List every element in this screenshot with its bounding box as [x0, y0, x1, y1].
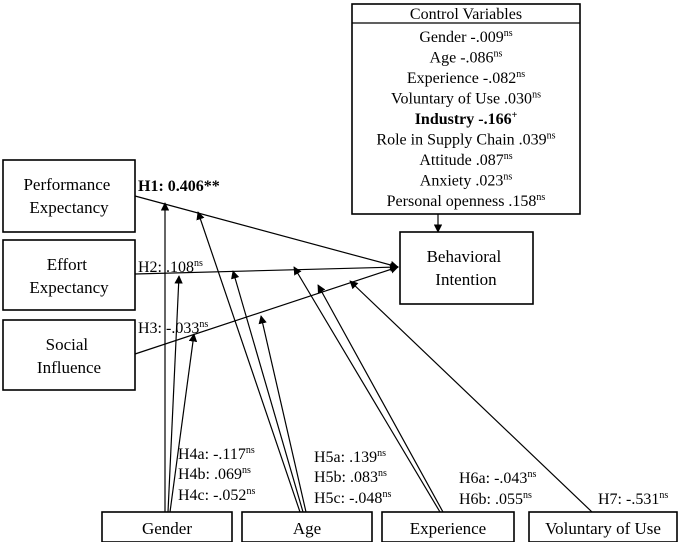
- h5b-path-arrow: [231, 270, 304, 513]
- h6a-path-arrow: [293, 266, 441, 513]
- effort-label-line1: Effort: [47, 255, 88, 274]
- control-variable-item: Role in Supply Chain .039ns: [376, 131, 555, 149]
- h7-path-arrow: [349, 280, 593, 513]
- h6a-label: H6a: -.043ns: [459, 469, 536, 487]
- h4b-path-arrow: [167, 275, 183, 513]
- svg-text:Behavioral Intention: Behavioral Intention: [427, 247, 506, 289]
- h2-path-arrow: [134, 263, 399, 275]
- effort-expectancy-box: Effort Expectancy: [2, 239, 136, 311]
- control-variable-item: Attitude .087ns: [419, 151, 512, 169]
- h5b-label: H5b: .083ns: [314, 468, 387, 486]
- age-label: Age: [293, 519, 321, 538]
- control-variable-item: Industry -.166+: [415, 110, 518, 128]
- gender-box: Gender: [101, 511, 233, 542]
- behavioral-label-line2: Intention: [435, 270, 497, 289]
- control-variable-item: Gender -.009ns: [419, 28, 512, 46]
- performance-label-line1: Performance: [23, 175, 110, 194]
- hypothesis-labels: H1: 0.406** H2: .108ns H3: -.033ns H4a: …: [138, 178, 668, 508]
- h2-label: H2: .108ns: [138, 258, 203, 276]
- svg-text:Effort Expectancy: Effort Expectancy: [29, 255, 109, 297]
- behavioral-intention-box: Behavioral Intention: [399, 231, 534, 305]
- h5a-path-arrow: [196, 211, 301, 513]
- gender-label: Gender: [142, 519, 192, 538]
- experience-box: Experience: [381, 511, 515, 542]
- h4b-label: H4b: .069ns: [178, 465, 251, 483]
- performance-label-line2: Expectancy: [29, 198, 109, 217]
- h5a-label: H5a: .139ns: [314, 448, 386, 466]
- h1-label: H1: 0.406**: [138, 178, 220, 195]
- control-variable-item: Personal openness .158ns: [387, 192, 546, 210]
- voluntary-label: Voluntary of Use: [545, 519, 661, 538]
- h5c-label: H5c: -.048ns: [314, 489, 391, 507]
- h4c-path-arrow: [169, 333, 198, 513]
- svg-text:Performance Expectancy: Performance Expectancy: [23, 175, 114, 217]
- h4c-label: H4c: -.052ns: [178, 486, 255, 504]
- effort-label-line2: Expectancy: [29, 278, 109, 297]
- h6b-path-arrow: [317, 284, 444, 513]
- h5c-path-arrow: [258, 315, 307, 513]
- experience-label: Experience: [410, 519, 486, 538]
- social-label-line1: Social: [46, 335, 89, 354]
- h6b-label: H6b: .055ns: [459, 490, 532, 508]
- control-variable-item: Anxiety .023ns: [420, 172, 513, 190]
- h4a-label: H4a: -.117ns: [178, 445, 255, 463]
- age-box: Age: [241, 511, 373, 542]
- h7-label: H7: -.531ns: [598, 490, 668, 508]
- path-lines: [134, 195, 593, 513]
- svg-text:Social Influence: Social Influence: [37, 335, 101, 377]
- voluntary-of-use-box: Voluntary of Use: [528, 511, 678, 542]
- social-label-line2: Influence: [37, 358, 101, 377]
- control-variable-item: Voluntary of Use .030ns: [391, 90, 541, 108]
- social-influence-box: Social Influence: [2, 319, 136, 391]
- behavioral-label-line1: Behavioral: [427, 247, 502, 266]
- h3-label: H3: -.033ns: [138, 319, 208, 337]
- control-variables-title: Control Variables: [410, 6, 522, 23]
- control-variable-item: Age -.086ns: [430, 49, 503, 67]
- performance-expectancy-box: Performance Expectancy: [2, 159, 136, 233]
- h1-path-arrow: [134, 195, 399, 270]
- control-variable-item: Experience -.082ns: [407, 69, 525, 87]
